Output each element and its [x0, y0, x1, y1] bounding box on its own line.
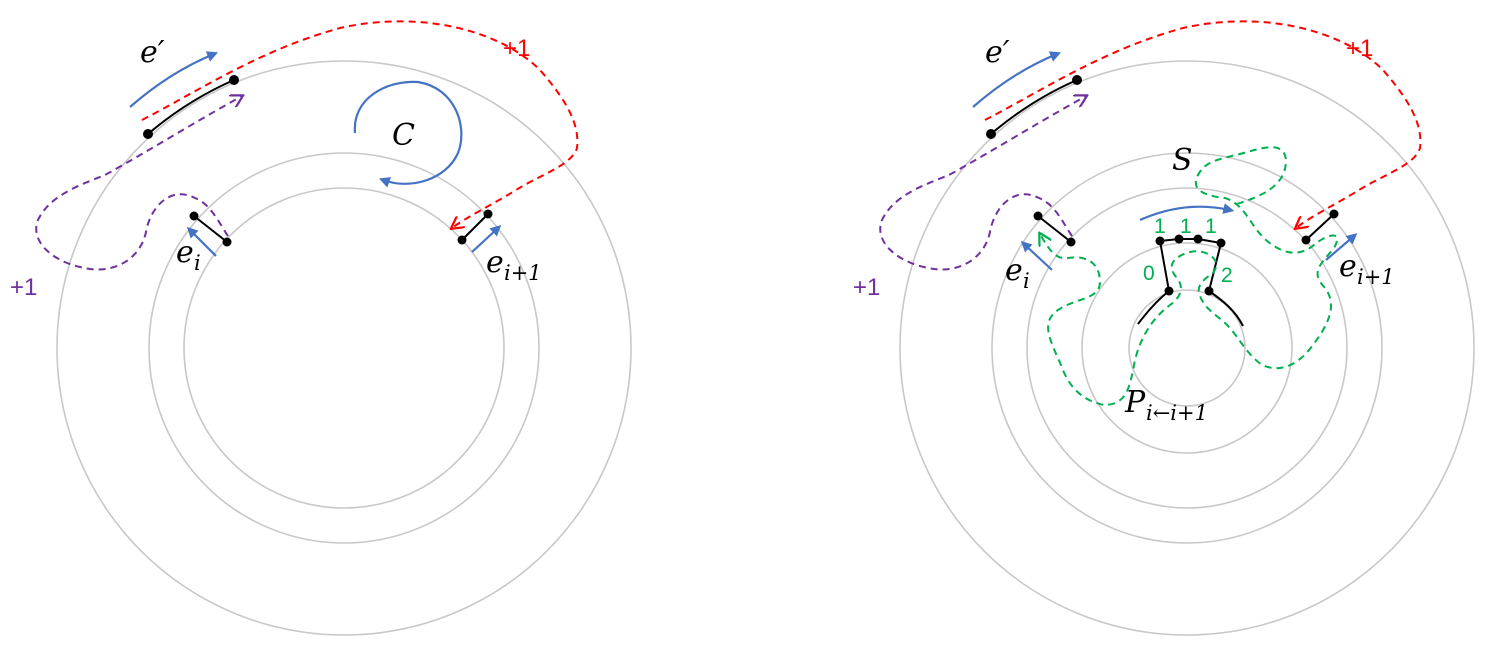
right-vertex: [1072, 75, 1082, 85]
left-vertex: [143, 129, 153, 139]
right-label-p-sub: i←i+1: [1146, 401, 1208, 425]
left-label-cycle-c: C: [392, 118, 415, 153]
right-label-e-i1: e: [1339, 249, 1357, 284]
right-path-vertex: [1174, 234, 1184, 244]
right-path-vertex: [1216, 238, 1226, 248]
left-label-purple-plus: +1: [10, 274, 37, 301]
right-label-p: P: [1124, 385, 1146, 420]
right-e-prime-direction-arrow: [972, 51, 1062, 108]
right-path-number: 2: [1221, 264, 1233, 287]
right-path-number: 1: [1205, 215, 1217, 238]
right-vertex: [986, 129, 996, 139]
left-label-e-prime: e′: [140, 35, 165, 70]
left-e-prime-direction-arrow: [129, 51, 219, 108]
left-label-e-i1-sub: i+1: [504, 261, 542, 285]
right-path-p: [1137, 238, 1244, 327]
left-label-e-i-sub: i: [194, 251, 201, 275]
left-label-red-plus: +1: [503, 35, 530, 62]
right-path-direction-arrow: [1139, 203, 1235, 222]
right-label-e-i-sub: i: [1023, 269, 1030, 293]
left-label-e-i1: e: [486, 245, 504, 280]
right-vertex: [1033, 211, 1043, 221]
right-label-s: S: [1172, 143, 1193, 178]
right-ring-3: [1026, 187, 1348, 509]
left-vertex: [229, 75, 239, 85]
right-label-purple-plus: +1: [853, 274, 880, 301]
right-green-dashed-cut: [1040, 146, 1339, 407]
left-e-i-direction-arrow: [186, 226, 217, 257]
left-purple-dashed-path: [35, 96, 242, 271]
right-e-i-direction-arrow: [1020, 241, 1053, 271]
right-path-number: 0: [1143, 262, 1155, 285]
right-panel: e′ S e i e i+1 P i←i+1 +1 +1 1 1 1 0 2: [853, 20, 1475, 636]
left-inner-ring: [183, 187, 505, 509]
left-middle-ring: [148, 152, 540, 544]
right-label-red-plus: +1: [1346, 35, 1373, 62]
right-red-dashed-path: [984, 20, 1422, 228]
right-vertex: [1066, 237, 1076, 247]
right-ring-4: [1081, 242, 1293, 454]
right-vertex: [1301, 235, 1311, 245]
left-label-e-i: e: [176, 235, 194, 270]
right-edge-e-i: [1037, 215, 1072, 243]
left-e-i1-direction-arrow: [471, 225, 502, 253]
left-outer-ring: [56, 60, 632, 636]
right-vertex: [1329, 209, 1339, 219]
left-vertex: [483, 209, 493, 219]
right-purple-dashed-path: [879, 96, 1086, 271]
right-e-i1-direction-arrow: [1325, 233, 1358, 261]
left-panel: e′ C e i e i+1 +1 +1: [10, 20, 632, 636]
right-label-e-i: e: [1005, 253, 1023, 288]
right-path-vertex: [1193, 234, 1203, 244]
left-vertex: [222, 237, 232, 247]
left-edge-e-i1: [461, 213, 489, 241]
right-edge-e-prime: [990, 79, 1078, 135]
right-path-vertex: [1155, 236, 1165, 246]
right-path-vertex: [1204, 286, 1214, 296]
left-vertex: [457, 235, 467, 245]
right-label-e-i1-sub: i+1: [1357, 265, 1395, 289]
left-edge-e-i: [193, 215, 228, 243]
right-path-number: 1: [1180, 215, 1192, 238]
right-path-number: 1: [1154, 215, 1166, 238]
left-edge-e-prime: [147, 79, 235, 135]
right-label-e-prime: e′: [985, 35, 1010, 70]
left-cycle-c-arrow: [353, 80, 463, 188]
right-inner-ring: [1128, 289, 1246, 407]
right-path-vertex: [1164, 286, 1174, 296]
left-vertex: [189, 211, 199, 221]
right-ring-2: [991, 152, 1383, 544]
right-outer-ring: [899, 60, 1475, 636]
right-edge-e-i1: [1305, 213, 1335, 241]
left-red-dashed-path: [141, 20, 579, 228]
